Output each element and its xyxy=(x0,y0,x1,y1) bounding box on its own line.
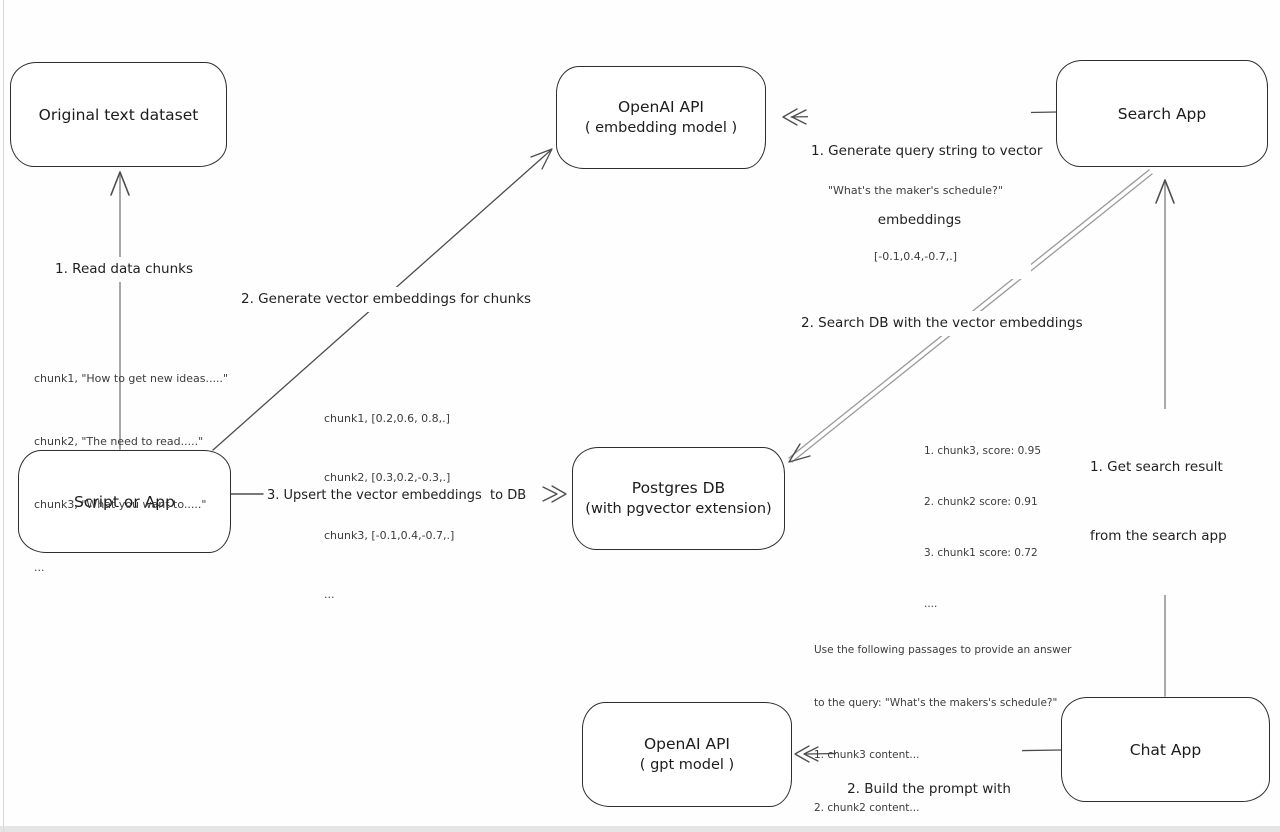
note-line: Use the following passages to provide an… xyxy=(814,644,1072,656)
note-line: to the query: "What's the makers's sched… xyxy=(814,696,1058,709)
note-query-example: "What's the maker's schedule?" xyxy=(828,184,1003,197)
node-openai-api-gpt: OpenAI API ( gpt model ) xyxy=(582,702,792,807)
edge-label-line: 2. Build the prompt with xyxy=(847,781,1011,797)
edge-label-read-data-chunks: 1. Read data chunks xyxy=(52,257,197,282)
note-line: 1. chunk3 content... xyxy=(814,749,920,761)
node-subtitle: ( embedding model ) xyxy=(584,120,738,136)
node-title: OpenAI API xyxy=(643,735,731,753)
node-original-text-dataset: Original text dataset xyxy=(10,62,227,167)
note-line: ... xyxy=(34,561,45,574)
edge-label-generate-embeddings: 2. Generate vector embeddings for chunks xyxy=(238,287,535,312)
node-label: Chat App xyxy=(1129,740,1202,759)
edge-label-upsert-db: 3. Upsert the vector embeddings to DB xyxy=(264,483,530,508)
note-query-vector: [-0.1,0.4,-0.7,.] xyxy=(874,250,957,263)
node-script-or-app: Script or App xyxy=(18,450,231,553)
note-line: chunk1, "How to get new ideas....." xyxy=(34,372,229,385)
note-line: chunk1, [0.2,0.6, 0.8,.] xyxy=(324,412,450,425)
edge-label-get-search-result: 1. Get search result from the search app xyxy=(1087,409,1230,595)
note-line: chunk2, [0.3,0.2,-0.3,.] xyxy=(324,470,451,484)
note-line: ... xyxy=(324,587,335,601)
note-line: 2. chunk2 score: 0.91 xyxy=(924,496,1038,508)
node-subtitle: (with pgvector extension) xyxy=(585,501,772,517)
edge-label-search-db: 2. Search DB with the vector embeddings xyxy=(798,311,1086,336)
node-label: Script or App xyxy=(74,492,175,511)
note-line: .... xyxy=(924,598,938,610)
arrow-upsert-db xyxy=(228,485,567,503)
node-search-app: Search App xyxy=(1056,60,1268,167)
node-chat-app: Chat App xyxy=(1061,697,1270,802)
node-postgres-db: Postgres DB (with pgvector extension) xyxy=(572,447,785,550)
node-title: OpenAI API xyxy=(617,98,705,116)
node-label: Original text dataset xyxy=(38,105,199,124)
note-line: chunk3, [-0.1,0.4,-0.7,.] xyxy=(324,529,455,542)
note-prompt-preview: Use the following passages to provide an… xyxy=(814,607,1071,832)
edge-label-query-to-vector: 1. Generate query string to vector embed… xyxy=(808,93,1043,279)
note-search-scores: 1. chunk3, score: 0.95 2. chunk2 score: … xyxy=(924,409,1041,647)
node-label: Search App xyxy=(1117,104,1207,123)
node-openai-api-embedding: OpenAI API ( embedding model ) xyxy=(556,66,766,169)
arrow-read-chunks xyxy=(110,171,130,450)
note-chunk-vectors: chunk1, [0.2,0.6, 0.8,.] chunk2, [0.3,0.… xyxy=(324,370,454,643)
node-subtitle: ( gpt model ) xyxy=(639,757,735,773)
note-line: 1. chunk3, score: 0.95 xyxy=(924,445,1041,457)
note-line: chunk2, "The need to read....." xyxy=(34,435,204,448)
edge-label-line: 1. Generate query string to vector xyxy=(811,143,1043,159)
note-chunk-texts: chunk1, "How to get new ideas....." chun… xyxy=(34,326,228,620)
edge-label-line: 1. Get search result xyxy=(1090,459,1223,475)
node-title: Postgres DB xyxy=(631,479,726,497)
bottom-edge-bar xyxy=(0,826,1280,832)
edge-label-build-prompt: 2. Build the prompt with search result xyxy=(836,731,1022,832)
note-line: 3. chunk1 score: 0.72 xyxy=(924,547,1038,559)
edge-label-line: embeddings xyxy=(877,212,962,228)
note-line: 2. chunk2 content... xyxy=(814,801,920,814)
note-line: chunk3, "What you want to....." xyxy=(34,498,207,511)
edge-label-line: from the search app xyxy=(1090,528,1227,544)
window-edge-line xyxy=(3,0,4,832)
